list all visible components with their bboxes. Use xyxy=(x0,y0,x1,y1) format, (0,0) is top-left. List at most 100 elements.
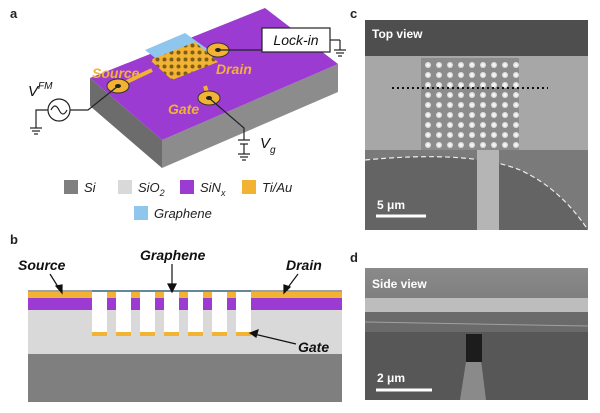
sem-hole xyxy=(447,112,453,118)
sem-hole xyxy=(425,82,431,88)
sem-hole xyxy=(513,82,519,88)
sem-hole xyxy=(469,132,475,138)
sem-hole xyxy=(458,132,464,138)
b-drain-label: Drain xyxy=(286,257,322,273)
lockin-box xyxy=(261,27,331,53)
sem-hole xyxy=(458,82,464,88)
panel-letter-c: c xyxy=(350,6,357,21)
sem-hole xyxy=(491,92,497,98)
sem-hole xyxy=(491,82,497,88)
sem-hole xyxy=(480,102,486,108)
cross-section-arrows xyxy=(49,264,299,345)
b-graphene-label: Graphene xyxy=(140,247,206,263)
panel-letter-a: a xyxy=(10,6,18,21)
sem-hole xyxy=(436,72,442,78)
sem-hole xyxy=(491,72,497,78)
sem-hole xyxy=(480,82,486,88)
sem-hole xyxy=(458,72,464,78)
sem-hole xyxy=(458,92,464,98)
scalebar-c-label: 5 μm xyxy=(377,198,405,212)
sem-hole xyxy=(447,82,453,88)
sem-hole xyxy=(502,72,508,78)
sem-hole xyxy=(502,102,508,108)
b-gate-label: Gate xyxy=(298,339,329,355)
sem-hole xyxy=(425,142,431,148)
sem-hole xyxy=(513,72,519,78)
sem-hole xyxy=(458,142,464,148)
sem-hole xyxy=(469,122,475,128)
sem-hole xyxy=(491,132,497,138)
vfm-label: VFM xyxy=(28,81,53,100)
sem-hole xyxy=(436,122,442,128)
sem-hole xyxy=(436,112,442,118)
sem-hole xyxy=(502,122,508,128)
sem-hole xyxy=(502,82,508,88)
circuit-wiring xyxy=(30,39,346,161)
sem-hole xyxy=(447,92,453,98)
sem-side-view xyxy=(364,268,589,400)
b-source-label: Source xyxy=(18,257,66,273)
scalebar-d-label: 2 μm xyxy=(377,371,405,385)
panel-letter-d: d xyxy=(350,250,358,265)
sem-hole xyxy=(480,72,486,78)
sem-hole xyxy=(480,112,486,118)
sem-hole xyxy=(513,122,519,128)
sem-hole xyxy=(436,92,442,98)
sem-hole xyxy=(458,122,464,128)
drain-label: Drain xyxy=(216,61,252,77)
sem-hole xyxy=(491,122,497,128)
sem-hole xyxy=(469,92,475,98)
source-label: Source xyxy=(92,65,140,81)
sem-hole xyxy=(425,62,431,68)
sem-hole xyxy=(436,82,442,88)
sem-hole xyxy=(502,112,508,118)
sem-hole xyxy=(480,142,486,148)
sem-hole xyxy=(425,92,431,98)
sem-hole xyxy=(480,62,486,68)
sem-hole xyxy=(513,112,519,118)
vg-label: Vg xyxy=(260,135,276,156)
sem-hole xyxy=(425,72,431,78)
sem-hole xyxy=(436,142,442,148)
sem-hole xyxy=(513,102,519,108)
sem-hole xyxy=(502,92,508,98)
sem-hole xyxy=(458,102,464,108)
legend-si: Si xyxy=(84,180,97,195)
sem-hole xyxy=(436,132,442,138)
panel-c: c Top view 5 μm xyxy=(350,6,589,231)
sem-hole xyxy=(502,62,508,68)
legend-sio2: SiO2 xyxy=(138,180,165,198)
sem-hole xyxy=(491,62,497,68)
sem-hole xyxy=(491,102,497,108)
sem-hole xyxy=(513,132,519,138)
sem-hole xyxy=(458,62,464,68)
sem-hole xyxy=(447,142,453,148)
legend-sinx: SiNx xyxy=(200,180,226,198)
sem-hole xyxy=(513,62,519,68)
sem-hole xyxy=(480,132,486,138)
sem-hole xyxy=(491,112,497,118)
sem-hole xyxy=(436,102,442,108)
gate-label: Gate xyxy=(168,101,199,117)
sem-hole xyxy=(447,122,453,128)
sem-hole xyxy=(425,102,431,108)
panel-a: a xyxy=(10,6,346,221)
top-view-title: Top view xyxy=(372,27,423,41)
sem-hole xyxy=(469,102,475,108)
sem-hole xyxy=(425,112,431,118)
sem-hole xyxy=(513,142,519,148)
panel-letter-b: b xyxy=(10,232,18,247)
sem-hole xyxy=(447,62,453,68)
hole-array xyxy=(425,62,519,148)
sem-hole xyxy=(502,132,508,138)
sem-hole xyxy=(480,122,486,128)
sem-hole xyxy=(425,132,431,138)
sem-top-view xyxy=(364,20,589,231)
sem-hole xyxy=(458,112,464,118)
panel-d: d Side view 2 μm xyxy=(350,250,589,400)
sem-hole xyxy=(447,132,453,138)
sem-hole xyxy=(491,142,497,148)
sem-hole xyxy=(480,92,486,98)
legend: Si SiO2 SiNx Ti/Au Graphene xyxy=(64,180,292,221)
